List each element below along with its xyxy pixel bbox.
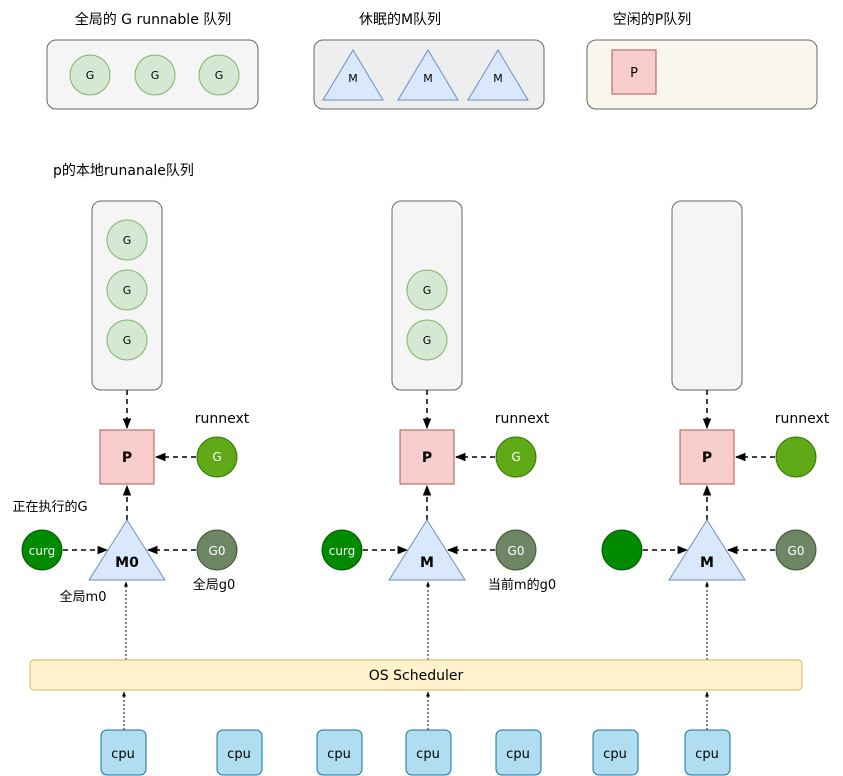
cpu-label: cpu	[695, 747, 719, 762]
idle-p-label: P	[630, 66, 638, 81]
local-g-label: G	[123, 334, 132, 347]
sleep-m-label: M	[348, 72, 358, 85]
local-g-label: G	[123, 284, 132, 297]
processor-p	[399, 429, 455, 485]
g0-note: 全局g0	[193, 577, 236, 593]
scheduler-label: OS Scheduler	[369, 668, 464, 684]
processor-column-1: G G G P runnext G M0 正在执行的G curg G0 全局m0…	[12, 200, 250, 605]
sleep-m-label: M	[423, 72, 433, 85]
machine-m-label: M	[420, 555, 434, 571]
runnext-label: runnext	[195, 411, 250, 427]
scheduler-bar	[29, 659, 803, 691]
sleep-m-node	[322, 49, 384, 101]
cpu-box	[316, 729, 363, 776]
local-g-node	[106, 219, 148, 261]
g0-label: G0	[788, 544, 805, 558]
idle-p-queue: 空闲的P队列 P	[586, 12, 818, 110]
sleep-m-queue: 休眠的M队列 M M M	[313, 12, 545, 110]
g0-note: 当前m的g0	[488, 577, 556, 593]
processor-p-label: P	[702, 450, 712, 466]
runnext-g-label: G	[212, 450, 221, 464]
curg-node	[321, 529, 363, 571]
cpu-box	[216, 729, 263, 776]
sleep-m-queue-title: 休眠的M队列	[359, 12, 441, 28]
curg-node	[21, 529, 63, 571]
cpu-box	[592, 729, 639, 776]
processor-p-label: P	[422, 450, 432, 466]
g0-node	[495, 529, 537, 571]
processor-p	[679, 429, 735, 485]
local-g-label: G	[423, 334, 432, 347]
sleep-m-node	[467, 49, 529, 101]
processor-p-label: P	[122, 450, 132, 466]
machine-m-label: M	[700, 555, 714, 571]
global-queue: 全局的 G runnable 队列 G G G	[46, 11, 259, 110]
global-g-label: G	[215, 69, 224, 82]
curg-label: curg	[29, 544, 56, 558]
local-g-label: G	[423, 284, 432, 297]
curg-note: 正在执行的G	[12, 499, 87, 515]
cpu-box	[405, 729, 452, 776]
cpu-label: cpu	[111, 747, 135, 762]
cpu-box	[495, 729, 542, 776]
idle-p-node	[611, 49, 657, 95]
sleep-m-node	[397, 49, 459, 101]
cpu-label: cpu	[227, 747, 251, 762]
global-g-node	[69, 54, 111, 96]
runnext-g-node	[775, 436, 817, 478]
cpu-label: cpu	[506, 747, 530, 762]
local-g-node	[106, 269, 148, 311]
global-g-label: G	[151, 69, 160, 82]
global-queue-title: 全局的 G runnable 队列	[75, 11, 232, 28]
g0-node	[196, 529, 238, 571]
runnext-g-node	[196, 436, 238, 478]
local-queue-title: p的本地runanale队列	[53, 163, 194, 179]
local-g-node	[106, 319, 148, 361]
processor-column-2: G G P runnext G M curg G0 当前m的g0	[321, 200, 556, 593]
curg-label: curg	[329, 544, 356, 558]
runnext-g-node	[495, 436, 537, 478]
runnext-label: runnext	[775, 411, 830, 427]
cpu-label: cpu	[416, 747, 440, 762]
m0-note: 全局m0	[60, 589, 107, 605]
processor-p	[99, 429, 155, 485]
runnext-label: runnext	[495, 411, 550, 427]
local-queue-box	[671, 200, 743, 391]
cpu-box	[100, 729, 147, 776]
global-g-node	[134, 54, 176, 96]
local-g-node	[406, 319, 448, 361]
g0-label: G0	[508, 544, 525, 558]
os-scheduler: OS Scheduler	[29, 581, 803, 691]
local-g-node	[406, 269, 448, 311]
machine-m-label: M0	[115, 555, 139, 571]
global-g-node	[198, 54, 240, 96]
cpu-label: cpu	[603, 747, 627, 762]
g0-label: G0	[209, 544, 226, 558]
processor-column-3: P runnext M G0	[601, 200, 830, 581]
global-g-label: G	[86, 69, 95, 82]
idle-p-queue-title: 空闲的P队列	[613, 12, 691, 28]
cpu-box	[684, 729, 731, 776]
cpu-row: cpu cpu cpu cpu cpu cpu cpu	[100, 691, 731, 776]
g0-node	[775, 529, 817, 571]
runnext-g-label: G	[511, 450, 520, 464]
curg-node	[601, 529, 643, 571]
local-g-label: G	[123, 234, 132, 247]
cpu-label: cpu	[327, 747, 351, 762]
sleep-m-label: M	[493, 72, 503, 85]
